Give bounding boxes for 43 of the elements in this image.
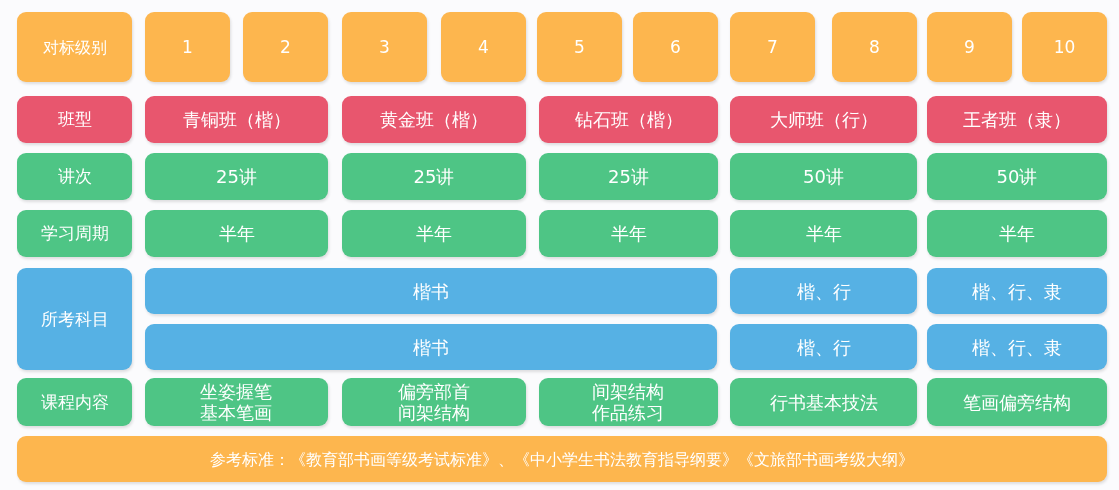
- content-cell: 间架结构作品练习: [539, 378, 718, 426]
- data-cell: 半年: [730, 210, 917, 257]
- class-cell: 青铜班（楷）: [145, 96, 328, 143]
- data-cell: 半年: [539, 210, 718, 257]
- content-cell: 笔画偏旁结构: [927, 378, 1107, 426]
- data-cell: 25讲: [342, 153, 526, 200]
- header-cell: 对标级别: [17, 12, 132, 82]
- level-cell: 7: [730, 12, 815, 82]
- level-cell: 5: [537, 12, 622, 82]
- data-cell: 半年: [342, 210, 526, 257]
- subject-cell: 楷、行: [730, 268, 917, 314]
- data-cell: 50讲: [927, 153, 1107, 200]
- header-cell: 课程内容: [17, 378, 132, 426]
- class-cell: 钻石班（楷）: [539, 96, 718, 143]
- subject-cell: 楷、行、隶: [927, 324, 1107, 370]
- data-cell: 50讲: [730, 153, 917, 200]
- class-cell: 王者班（隶）: [927, 96, 1107, 143]
- class-cell: 大师班（行）: [730, 96, 917, 143]
- data-cell: 25讲: [539, 153, 718, 200]
- class-cell: 黄金班（楷）: [342, 96, 526, 143]
- subject-cell: 楷书: [145, 268, 717, 314]
- level-cell: 10: [1022, 12, 1107, 82]
- level-cell: 4: [441, 12, 526, 82]
- content-cell: 偏旁部首间架结构: [342, 378, 526, 426]
- level-cell: 3: [342, 12, 427, 82]
- subject-cell: 楷书: [145, 324, 717, 370]
- level-cell: 8: [832, 12, 917, 82]
- header-cell: 所考科目: [17, 268, 132, 370]
- level-cell: 9: [927, 12, 1012, 82]
- level-cell: 1: [145, 12, 230, 82]
- header-cell: 学习周期: [17, 210, 132, 257]
- header-cell: 讲次: [17, 153, 132, 200]
- level-cell: 2: [243, 12, 328, 82]
- data-cell: 半年: [927, 210, 1107, 257]
- content-cell: 坐姿握笔基本笔画: [145, 378, 328, 426]
- footer-note: 参考标准：《教育部书画等级考试标准》、《中小学生书法教育指导纲要》《文旅部书画考级大纲》: [17, 436, 1107, 482]
- header-cell: 班型: [17, 96, 132, 143]
- level-cell: 6: [633, 12, 718, 82]
- data-cell: 25讲: [145, 153, 328, 200]
- subject-cell: 楷、行、隶: [927, 268, 1107, 314]
- data-cell: 半年: [145, 210, 328, 257]
- subject-cell: 楷、行: [730, 324, 917, 370]
- content-cell: 行书基本技法: [730, 378, 917, 426]
